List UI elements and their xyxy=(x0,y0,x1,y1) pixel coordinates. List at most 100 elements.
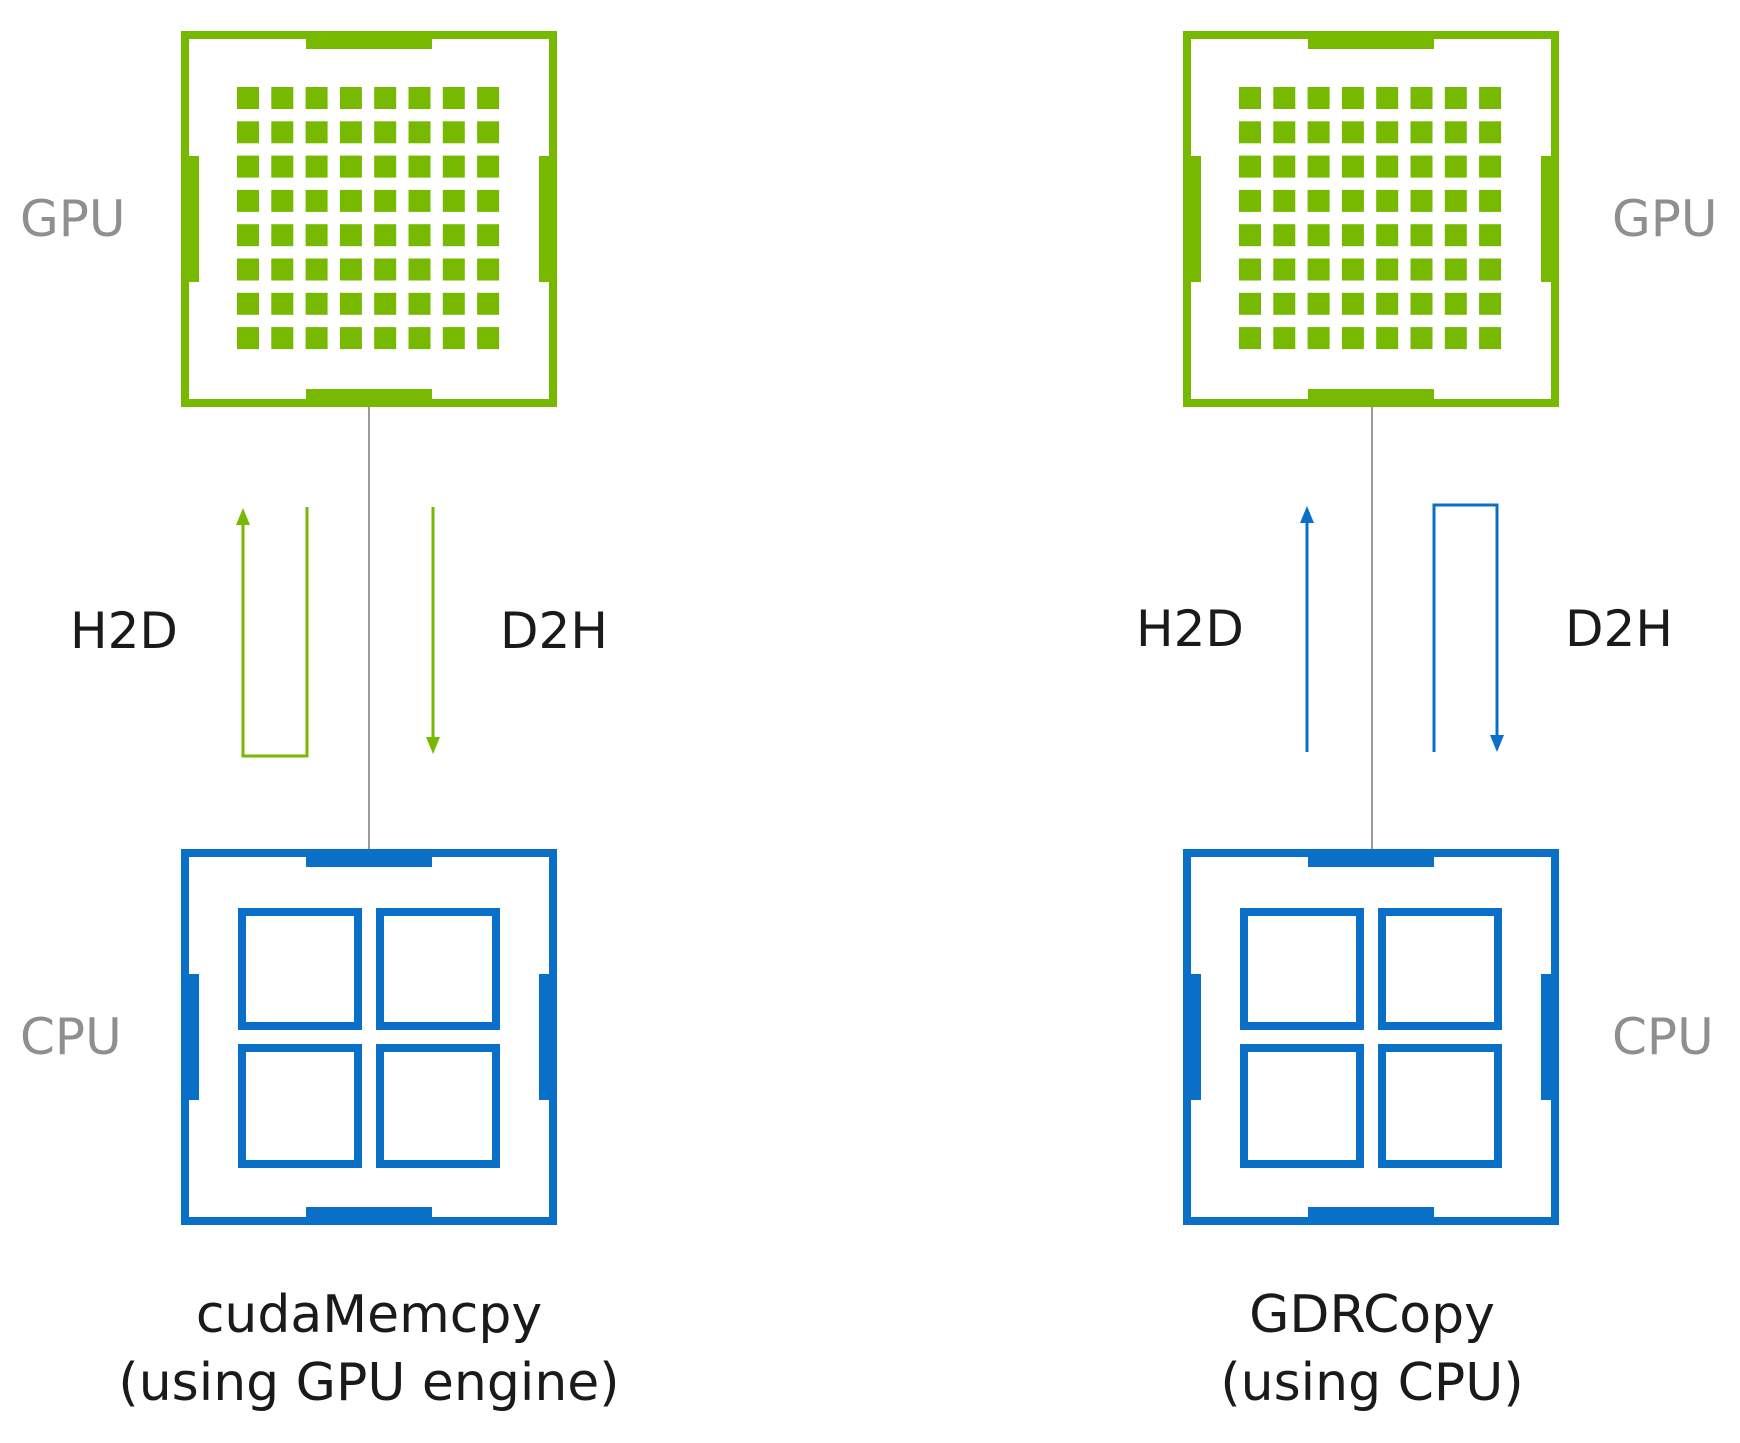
gpu-core-cell xyxy=(305,87,328,109)
gpu-core-cell xyxy=(477,292,500,315)
gpu-core-cell xyxy=(1307,155,1330,178)
gpu-core-cell xyxy=(237,121,259,144)
left-gpu-label: GPU xyxy=(20,190,126,248)
gpu-core-cell xyxy=(1376,87,1399,109)
right-caption-line1: GDRCopy xyxy=(1249,1285,1495,1345)
h2d-arrow xyxy=(236,507,309,758)
gpu-core-cell xyxy=(237,87,259,109)
gpu-core-cell xyxy=(1410,292,1433,315)
left-cpu-label: CPU xyxy=(20,1008,122,1066)
cpu-chip-icon xyxy=(1183,849,1559,1225)
gpu-core-cell xyxy=(442,87,465,109)
gpu-core-cell xyxy=(1479,292,1502,315)
gpu-core-cell xyxy=(339,87,362,109)
gpu-core-cell xyxy=(1341,87,1364,109)
gpu-core-cell xyxy=(1239,87,1261,109)
gpu-core-cell xyxy=(1273,327,1296,350)
gpu-core-cell xyxy=(477,87,500,109)
gpu-core-cell xyxy=(477,121,500,144)
gpu-core-cell xyxy=(1307,327,1330,350)
gpu-core-cell xyxy=(339,224,362,247)
gpu-core-cell xyxy=(408,258,431,281)
left-caption-line2: (using GPU engine) xyxy=(118,1353,619,1413)
left-caption-line1: cudaMemcpy xyxy=(196,1285,542,1345)
right-panel-gdrcopy: GPU CPU H2D D2H GDRCopy (using CPU) xyxy=(1136,31,1718,1413)
gpu-core-cell xyxy=(477,155,500,178)
right-caption-line2: (using CPU) xyxy=(1220,1353,1523,1413)
gpu-core-cell xyxy=(1376,189,1399,212)
gpu-core-cell xyxy=(339,155,362,178)
gpu-core-cell xyxy=(1341,292,1364,315)
gpu-core-cell xyxy=(442,327,465,350)
gpu-chip-icon xyxy=(181,31,557,407)
gpu-core-cell xyxy=(1341,189,1364,212)
gpu-core-cell xyxy=(1444,121,1467,144)
gpu-core-cell xyxy=(271,292,294,315)
gpu-core-cell xyxy=(271,224,294,247)
gpu-core-cell xyxy=(1341,258,1364,281)
right-h2d-label: H2D xyxy=(1136,600,1244,658)
gpu-core-cell xyxy=(305,189,328,212)
gpu-core-cell xyxy=(1410,87,1433,109)
gpu-core-cell xyxy=(374,155,397,178)
gpu-core-grid xyxy=(1239,87,1502,350)
gpu-core-cell xyxy=(1273,87,1296,109)
gpu-core-cell xyxy=(1410,258,1433,281)
right-cpu-label: CPU xyxy=(1612,1008,1714,1066)
gpu-core-cell xyxy=(442,189,465,212)
gpu-core-cell xyxy=(1239,155,1261,178)
gpu-core-cell xyxy=(477,327,500,350)
gpu-core-cell xyxy=(374,292,397,315)
gpu-core-cell xyxy=(1444,224,1467,247)
left-d2h-label: D2H xyxy=(500,602,608,660)
gpu-core-cell xyxy=(1444,87,1467,109)
gpu-core-cell xyxy=(1239,292,1261,315)
gpu-core-cell xyxy=(1307,189,1330,212)
gpu-core-cell xyxy=(408,327,431,350)
gpu-core-cell xyxy=(1341,327,1364,350)
gpu-core-cell xyxy=(477,224,500,247)
gpu-core-cell xyxy=(271,189,294,212)
gpu-core-cell xyxy=(408,87,431,109)
gpu-core-cell xyxy=(305,121,328,144)
gpu-core-cell xyxy=(305,155,328,178)
gpu-core-cell xyxy=(1239,258,1261,281)
gpu-core-cell xyxy=(1479,224,1502,247)
gpu-core-cell xyxy=(339,258,362,281)
cpu-chip-icon xyxy=(181,849,557,1225)
gpu-core-cell xyxy=(374,224,397,247)
gpu-core-cell xyxy=(1239,224,1261,247)
gpu-core-cell xyxy=(339,292,362,315)
gpu-core-cell xyxy=(1307,258,1330,281)
gpu-core-cell xyxy=(374,121,397,144)
gpu-core-cell xyxy=(1376,155,1399,178)
gpu-core-cell xyxy=(271,87,294,109)
gpu-core-cell xyxy=(442,224,465,247)
gpu-core-grid xyxy=(237,87,500,350)
gpu-core-cell xyxy=(1273,189,1296,212)
gpu-core-cell xyxy=(1239,121,1261,144)
gpu-core-cell xyxy=(1444,258,1467,281)
h2d-arrow xyxy=(1300,506,1314,752)
gpu-core-cell xyxy=(1341,155,1364,178)
gpu-core-cell xyxy=(305,224,328,247)
gpu-core-cell xyxy=(305,258,328,281)
d2h-arrow xyxy=(1432,503,1504,752)
gpu-core-cell xyxy=(1479,258,1502,281)
gpu-core-cell xyxy=(442,121,465,144)
right-d2h-label: D2H xyxy=(1565,600,1673,658)
gpu-core-cell xyxy=(408,121,431,144)
gpu-core-cell xyxy=(374,258,397,281)
gpu-core-cell xyxy=(1444,155,1467,178)
gpu-core-cell xyxy=(237,327,259,350)
gpu-core-cell xyxy=(1307,292,1330,315)
gpu-core-cell xyxy=(442,258,465,281)
gpu-core-cell xyxy=(1410,327,1433,350)
gpu-core-cell xyxy=(1376,292,1399,315)
gpu-core-cell xyxy=(237,155,259,178)
gpu-core-cell xyxy=(271,155,294,178)
gpu-core-cell xyxy=(1410,189,1433,212)
gpu-core-cell xyxy=(1444,292,1467,315)
gpu-core-cell xyxy=(1376,121,1399,144)
